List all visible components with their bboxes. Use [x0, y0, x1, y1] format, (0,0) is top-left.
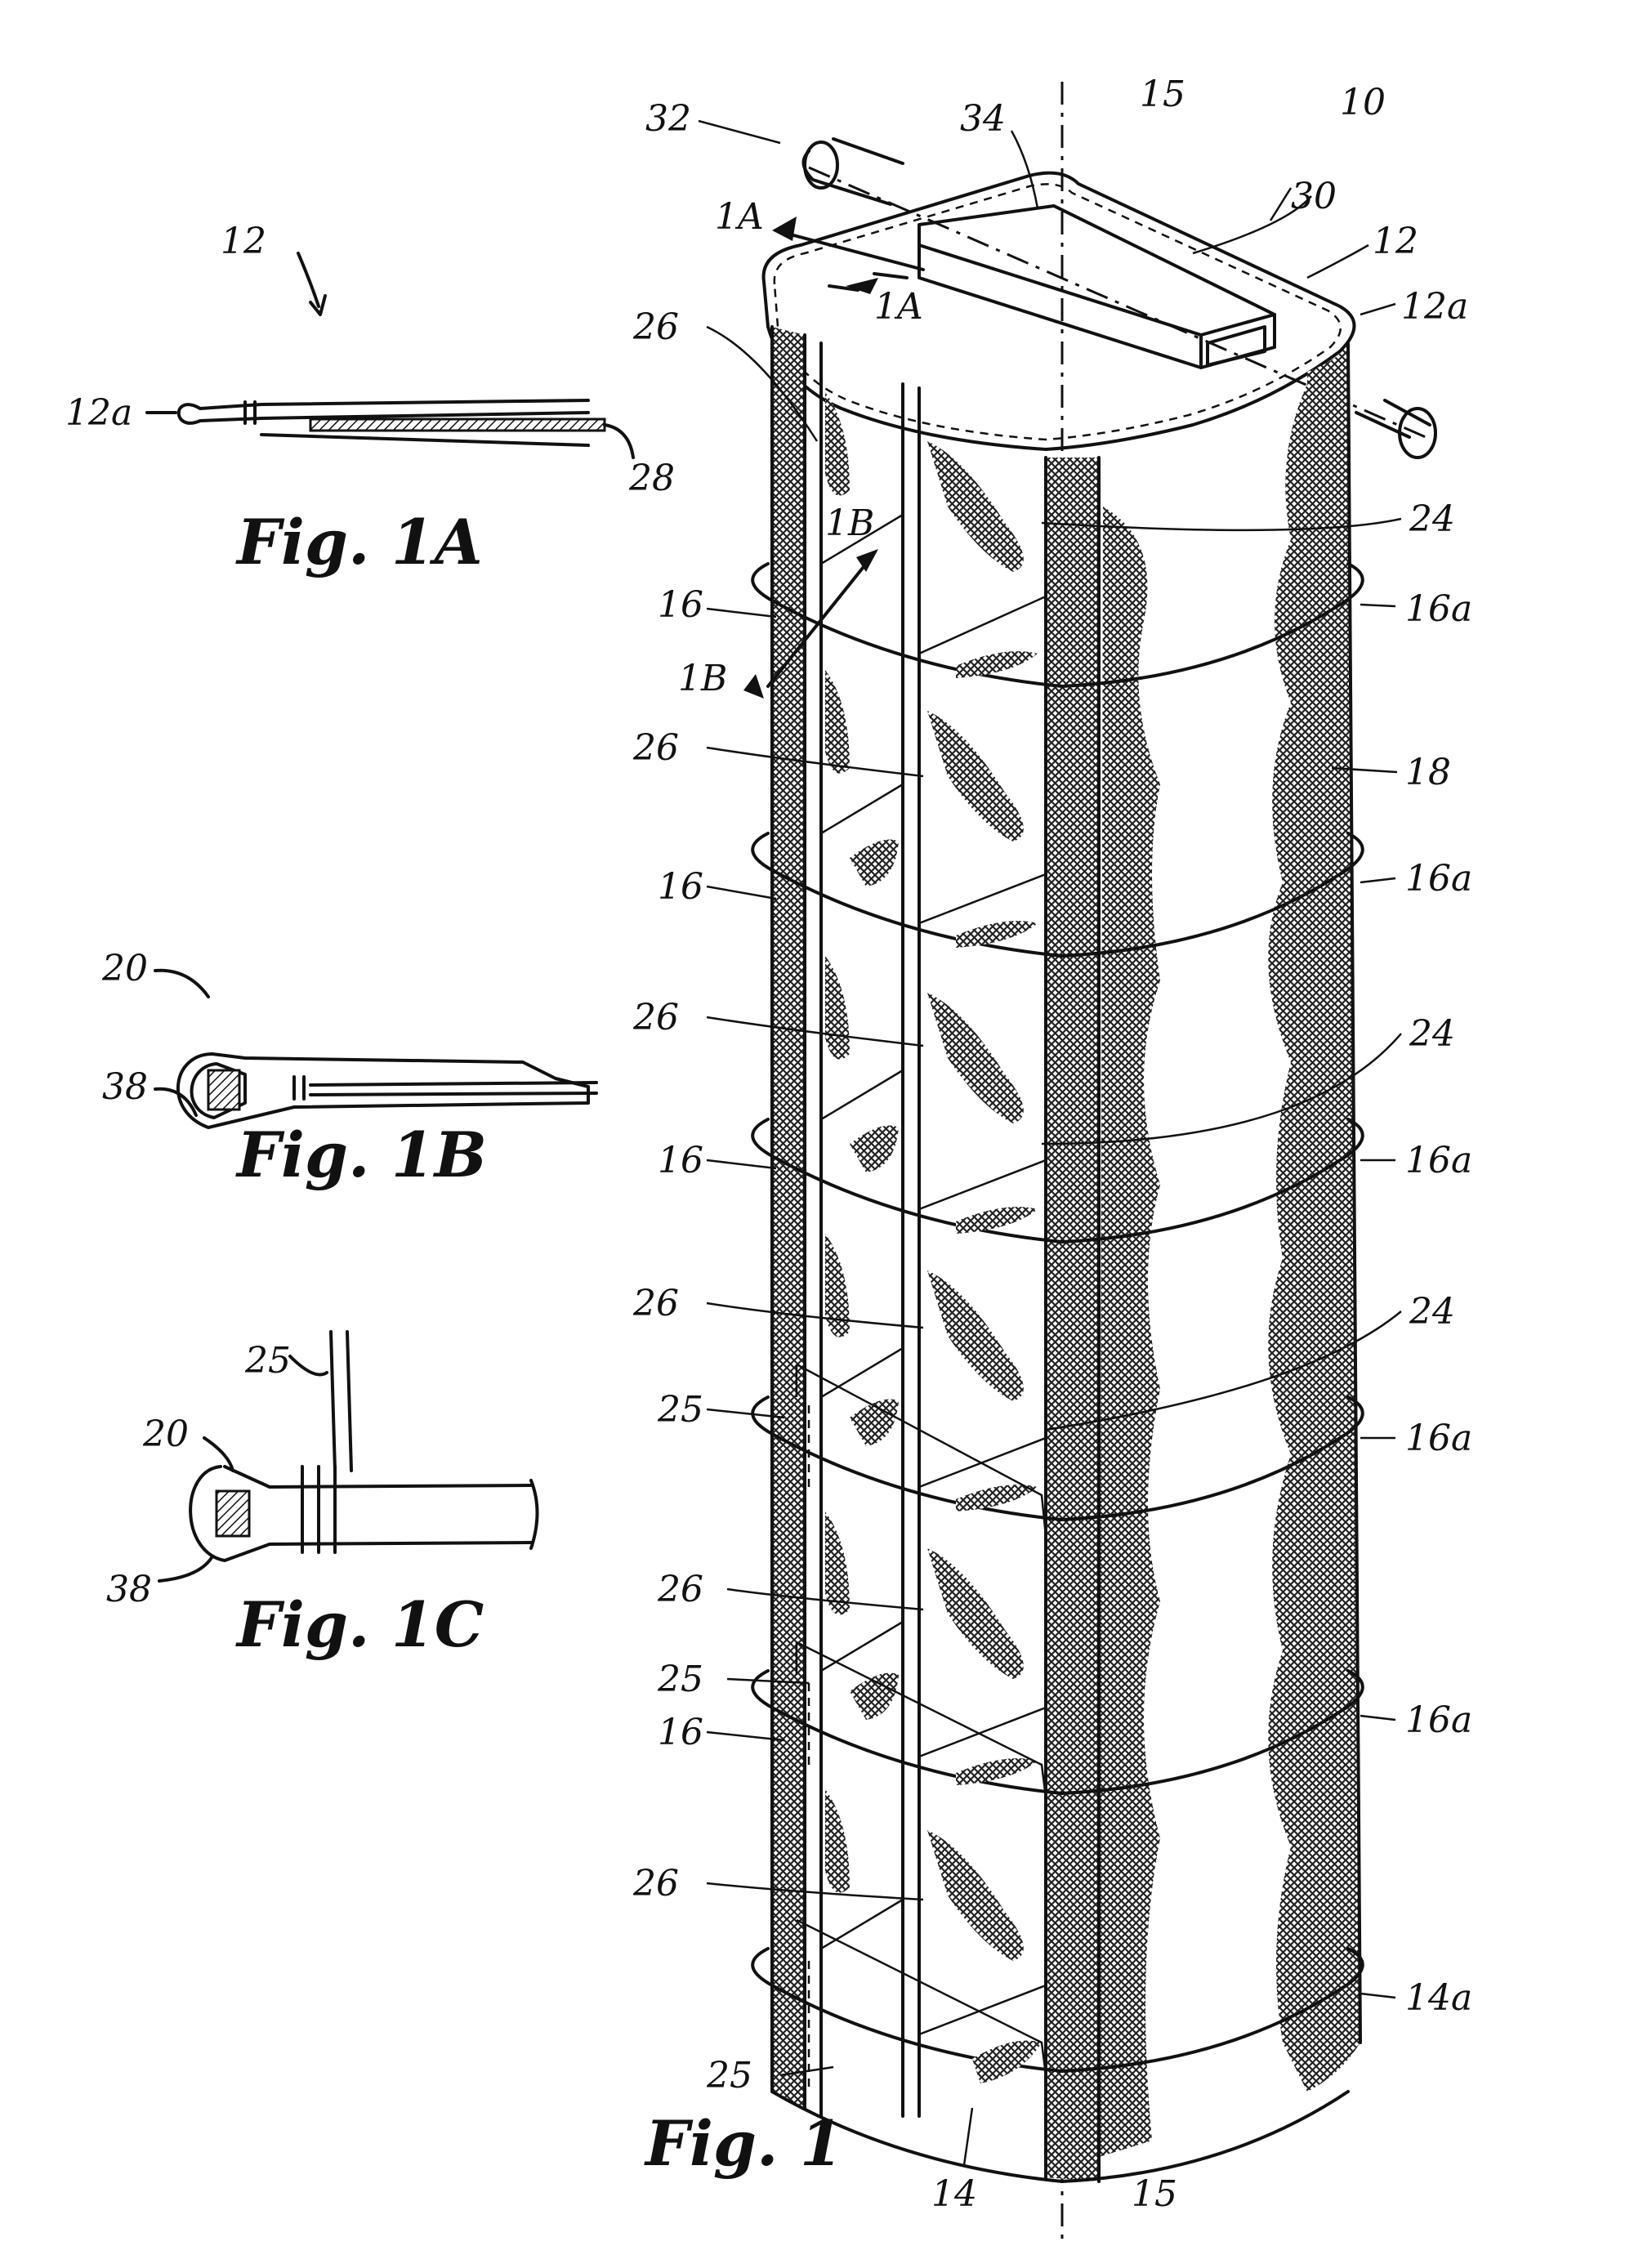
ref-26-row2: 26	[632, 727, 679, 769]
fig-1a: 12 12a 28 Fig. 1A	[65, 221, 675, 578]
ref-25-row4: 25	[657, 1389, 703, 1431]
ref-25-bottom: 25	[706, 2055, 752, 2096]
ref-16a-row2: 16a	[1405, 858, 1472, 900]
ref-38: 38	[102, 1066, 148, 1108]
section-1b-bottom: 1B	[678, 658, 727, 699]
ref-24-row1: 24	[1409, 498, 1455, 540]
ref-26-row3: 26	[632, 997, 679, 1038]
ref-15-bottom: 15	[1132, 2173, 1177, 2215]
ref-16a-row5: 16a	[1405, 1699, 1472, 1741]
ref-15-top: 15	[1140, 74, 1185, 115]
ref-26-row6: 26	[632, 1863, 679, 1904]
ref-16-row2: 16	[658, 866, 703, 908]
right-corner-mesh	[1307, 343, 1360, 2092]
fig-1c: 25 20 38 Fig. 1C	[106, 1332, 538, 1661]
ref-16-row1: 16	[658, 584, 703, 626]
ref-12: 12	[1373, 221, 1418, 262]
ref-10: 10	[1340, 82, 1386, 123]
ref-26-row5: 26	[657, 1569, 703, 1610]
ref-34: 34	[960, 98, 1006, 140]
ref-12a: 12a	[1401, 286, 1468, 328]
ref-16a-row3: 16a	[1405, 1140, 1472, 1181]
section-arrow-1b	[856, 549, 878, 572]
section-arrow-1a	[772, 217, 797, 241]
ref-26-row1: 26	[632, 306, 679, 348]
ref-30: 30	[1291, 176, 1337, 217]
fig-1b: 20 38 Fig. 1B	[101, 948, 596, 1191]
ref-18: 18	[1405, 752, 1451, 793]
section-1a-right: 1A	[874, 286, 923, 328]
compartment-details	[821, 392, 1046, 2083]
ref-32: 32	[645, 98, 691, 140]
section-1a-left: 1A	[715, 196, 764, 238]
ref-20: 20	[142, 1413, 189, 1455]
fig-1: 32 34 15 10 30 12 12a 1A 1A 1B 1B 26 24 …	[632, 74, 1472, 2239]
ref-20: 20	[101, 948, 148, 989]
ref-24-row3: 24	[1409, 1013, 1455, 1055]
shelf-rod-section	[217, 1491, 249, 1536]
left-mesh-edge	[772, 327, 805, 2108]
ref-14: 14	[931, 2173, 977, 2215]
section-1b-top: 1B	[825, 502, 874, 544]
hanger-bar-30	[919, 206, 1275, 335]
ref-28: 28	[628, 458, 675, 499]
fig-1b-caption: Fig. 1B	[235, 1119, 487, 1191]
side-mesh-panel-18	[1099, 507, 1160, 2157]
stiffener-board	[310, 419, 605, 431]
front-corner-mesh	[1046, 458, 1099, 2181]
ref-12a: 12a	[65, 392, 132, 434]
ref-16-row3: 16	[658, 1140, 703, 1181]
ref-26-row4: 26	[632, 1283, 679, 1324]
fig-1-caption: Fig. 1	[644, 2107, 843, 2180]
ref-25: 25	[244, 1340, 291, 1382]
fig-1c-caption: Fig. 1C	[235, 1588, 484, 1661]
ref-16a-row1: 16a	[1405, 588, 1472, 630]
ref-16a-row4: 16a	[1405, 1418, 1472, 1459]
ref-38: 38	[106, 1569, 152, 1610]
ref-14a: 14a	[1405, 1977, 1472, 2019]
ref-12: 12	[221, 221, 266, 262]
ring-rod-section	[208, 1070, 239, 1110]
ref-25-row5: 25	[657, 1659, 703, 1700]
ref-24-row4: 24	[1409, 1291, 1455, 1333]
ref-16-row5: 16	[658, 1712, 703, 1753]
divider-25-section	[331, 1332, 351, 1471]
leader-12	[298, 253, 319, 306]
center-divider-24	[903, 384, 919, 2116]
fig-1a-caption: Fig. 1A	[235, 506, 483, 578]
